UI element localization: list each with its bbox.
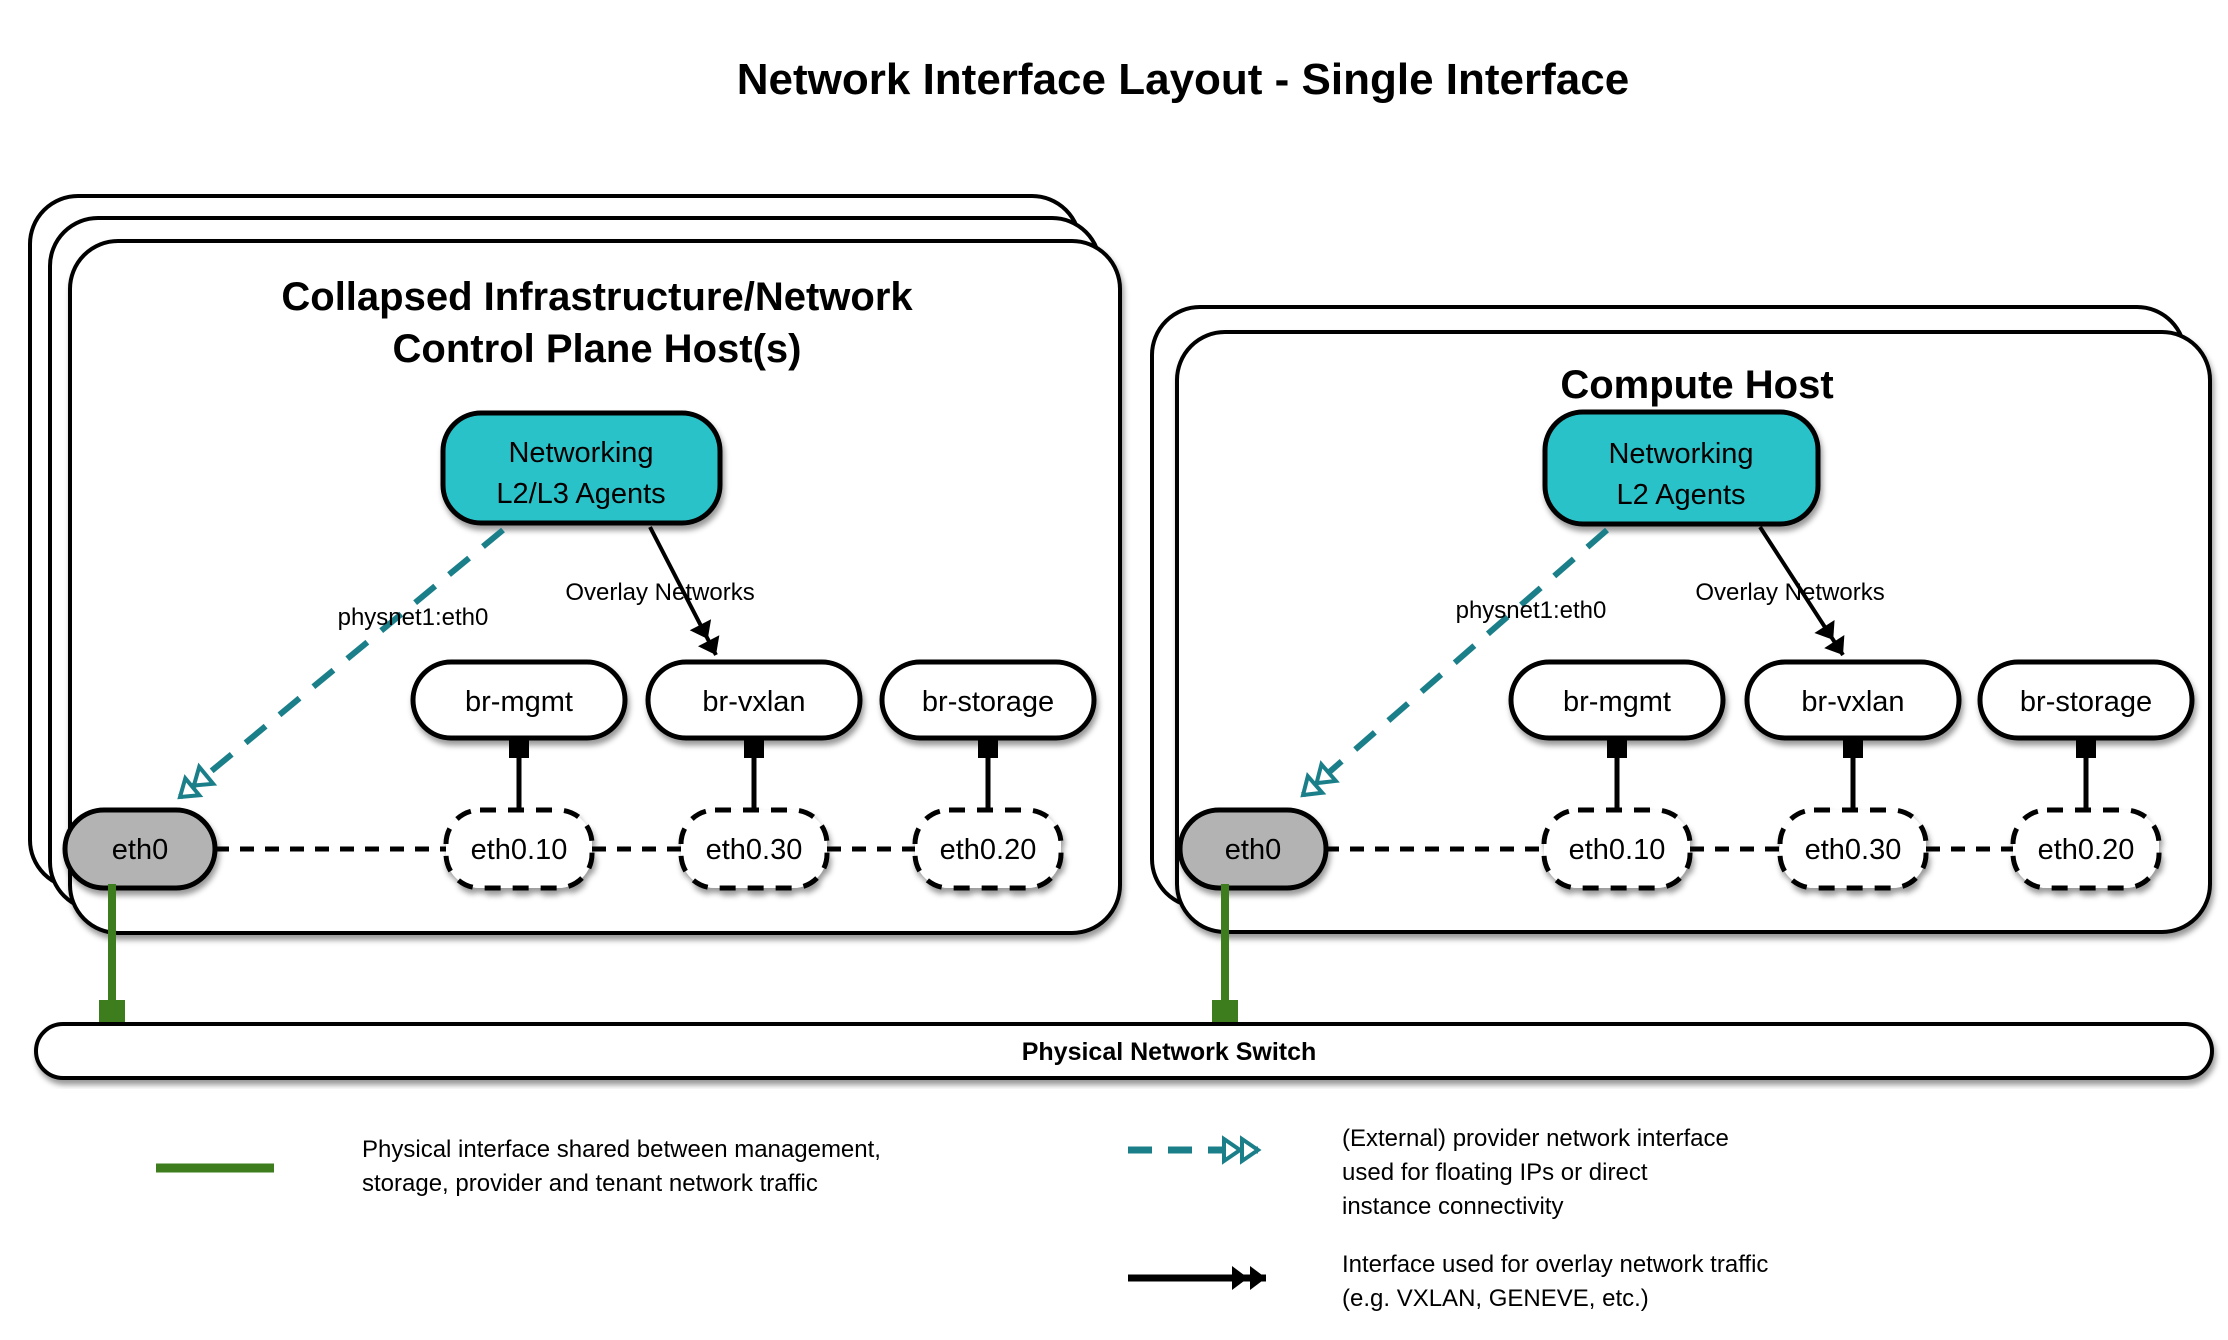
compute-host-title: Compute Host <box>1560 363 1833 407</box>
control-agents-label-line2: L2/L3 Agents <box>496 478 665 510</box>
compute-node-eth0-20 <box>2010 807 2162 891</box>
compute-agents-label-line2: L2 Agents <box>1617 479 1746 511</box>
host-card-front <box>68 239 1122 935</box>
legend-item-overlay: Interface used for overlay network traff… <box>1128 1251 1768 1312</box>
control-provider-arrow-label: physnet1:eth0 <box>338 604 489 631</box>
legend: Physical interface shared between manage… <box>156 1125 1768 1312</box>
control-overlay-arrow-label: Overlay Networks <box>565 579 754 606</box>
legend-physical-text-line2: storage, provider and tenant network tra… <box>362 1170 818 1197</box>
page-title: Network Interface Layout - Single Interf… <box>737 55 1629 104</box>
compute-host-group: Compute Host Networking L2 Agents physne… <box>1150 305 2212 934</box>
control-host-title-line2: Control Plane Host(s) <box>393 327 802 371</box>
control-bridge-vlan-connectors <box>509 738 998 810</box>
control-host-title-line1: Collapsed Infrastructure/Network <box>281 275 913 319</box>
compute-node-eth0-30 <box>1777 807 1929 891</box>
control-br-mgmt-label: br-mgmt <box>465 686 573 718</box>
compute-eth0-20-label: eth0.20 <box>2038 834 2135 866</box>
control-provider-network-arrow <box>177 527 505 800</box>
control-agents-label-line1: Networking <box>508 437 653 469</box>
control-eth0-label: eth0 <box>112 834 168 866</box>
legend-provider-text-line3: instance connectivity <box>1342 1193 1563 1220</box>
switch-label: Physical Network Switch <box>1022 1038 1317 1066</box>
control-eth0-30-label: eth0.30 <box>706 834 803 866</box>
switch-bar <box>34 1022 2214 1080</box>
compute-node-eth0-10 <box>1541 807 1693 891</box>
control-node-eth0-20 <box>912 807 1064 891</box>
compute-agents-label-line1: Networking <box>1608 438 1753 470</box>
legend-item-provider: (External) provider network interface us… <box>1128 1125 1729 1220</box>
legend-overlay-text-line1: Interface used for overlay network traff… <box>1342 1251 1768 1278</box>
control-eth0-10-label: eth0.10 <box>471 834 568 866</box>
compute-bridge-vlan-connectors <box>1607 738 2096 810</box>
compute-eth0-30-label: eth0.30 <box>1805 834 1902 866</box>
control-eth0-20-label: eth0.20 <box>940 834 1037 866</box>
compute-provider-arrow-label: physnet1:eth0 <box>1456 597 1607 624</box>
compute-overlay-network-arrow <box>1758 525 1845 657</box>
compute-node-eth0 <box>1177 807 1329 891</box>
legend-physical-text-line1: Physical interface shared between manage… <box>362 1136 881 1163</box>
compute-br-storage-label: br-storage <box>2020 686 2152 718</box>
legend-provider-text-line1: (External) provider network interface <box>1342 1125 1729 1152</box>
compute-provider-network-arrow <box>1300 527 1609 798</box>
control-br-storage-label: br-storage <box>922 686 1054 718</box>
legend-provider-text-line2: used for floating IPs or direct <box>1342 1159 1648 1186</box>
compute-overlay-arrow-label: Overlay Networks <box>1695 579 1884 606</box>
compute-card-front <box>1175 330 2212 934</box>
control-overlay-network-arrow <box>648 526 720 656</box>
compute-eth0-label: eth0 <box>1225 834 1281 866</box>
control-node-eth0-30 <box>678 807 830 891</box>
control-networking-agents-node <box>440 410 723 526</box>
compute-br-mgmt-label: br-mgmt <box>1563 686 1671 718</box>
control-node-eth0-10 <box>443 807 595 891</box>
control-node-eth0 <box>62 807 218 891</box>
control-plane-host-group: Collapsed Infrastructure/Network Control… <box>28 194 1122 935</box>
control-br-vxlan-label: br-vxlan <box>702 686 805 718</box>
legend-overlay-text-line2: (e.g. VXLAN, GENEVE, etc.) <box>1342 1285 1649 1312</box>
compute-networking-agents-node <box>1542 409 1821 527</box>
legend-item-physical: Physical interface shared between manage… <box>156 1136 881 1197</box>
compute-eth0-10-label: eth0.10 <box>1569 834 1666 866</box>
compute-br-vxlan-label: br-vxlan <box>1801 686 1904 718</box>
physical-network-switch: Physical Network Switch <box>34 1022 2214 1080</box>
